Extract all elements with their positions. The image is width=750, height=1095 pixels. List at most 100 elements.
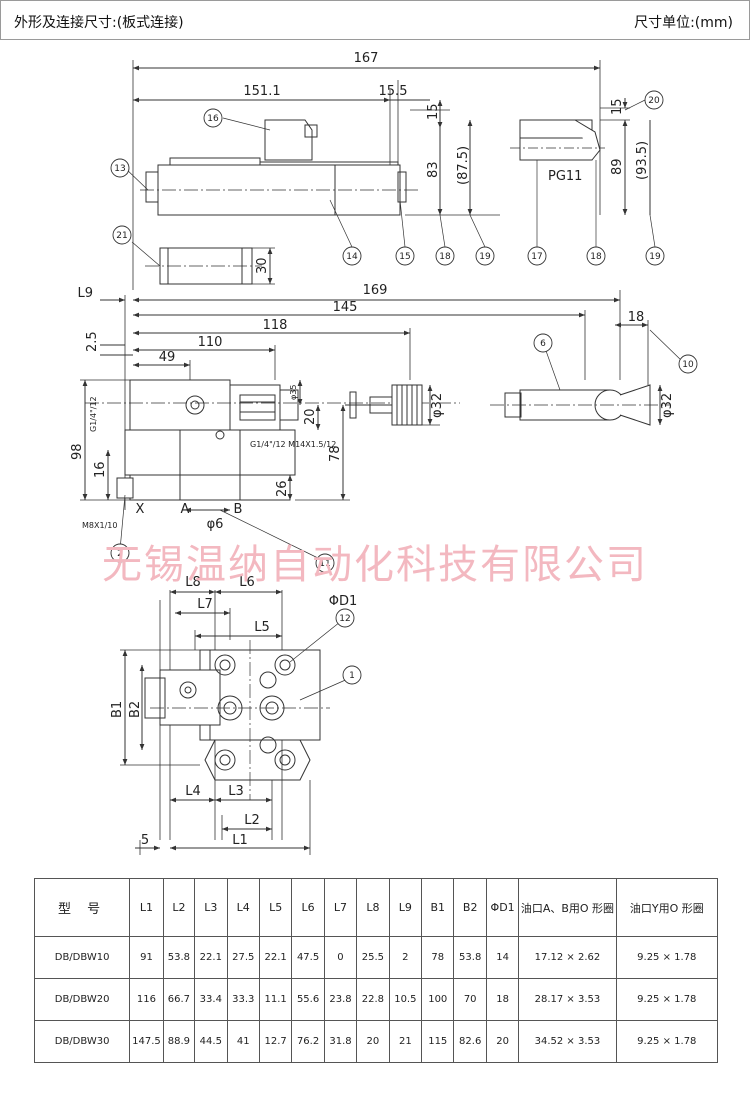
cell: 22.8 xyxy=(356,978,390,1021)
dim-L1: L1 xyxy=(232,833,248,848)
pg11-label: PG11 xyxy=(548,169,582,184)
dim-L4: L4 xyxy=(185,784,201,799)
cell: 55.6 xyxy=(291,978,325,1021)
cell: 22.1 xyxy=(194,936,228,979)
th-L8: L8 xyxy=(356,878,390,937)
callout-13-label: 13 xyxy=(114,164,125,174)
top-view xyxy=(124,60,656,290)
cell: 33.4 xyxy=(194,978,228,1021)
callout-11 xyxy=(315,553,335,573)
th-L4: L4 xyxy=(226,878,260,937)
cell: 28.17 × 3.53 xyxy=(518,978,617,1021)
dim-110: 110 xyxy=(198,335,223,350)
cell: 22.1 xyxy=(258,936,293,979)
cell: 0 xyxy=(323,936,358,979)
cell: 11.1 xyxy=(258,978,293,1021)
th-oring-y: 油口Y用O 形圈 xyxy=(615,878,719,937)
cell: 12.7 xyxy=(258,1020,293,1063)
dim-145: 145 xyxy=(333,300,358,315)
dim-18: 18 xyxy=(628,310,645,325)
cell: 31.8 xyxy=(323,1020,358,1063)
cell: DB/DBW30 xyxy=(33,1020,131,1063)
dim-5: 5 xyxy=(141,833,149,848)
callout-18b xyxy=(586,246,606,266)
dim-phi32-option: φ32 xyxy=(660,393,675,418)
cell: 53.8 xyxy=(162,936,196,979)
dimension-table: 型 号 L1 L2 L3 L4 L5 L6 L7 L8 L9 B1 B2 ΦD1… xyxy=(33,878,719,1063)
bottom-view xyxy=(120,589,351,855)
callout-6-label: 6 xyxy=(540,339,546,349)
callout-18a-label: 18 xyxy=(439,252,451,262)
dim-167: 167 xyxy=(354,51,379,66)
port-b-label: B xyxy=(234,502,243,517)
dim-93-5: (93.5) xyxy=(635,141,650,180)
port-a-label: A xyxy=(181,502,190,517)
cell: 20 xyxy=(485,1020,520,1063)
dim-118: 118 xyxy=(263,318,288,333)
cell: 78 xyxy=(421,936,455,979)
cell: 100 xyxy=(421,978,455,1021)
dim-16: 16 xyxy=(93,461,108,478)
callout-18b-label: 18 xyxy=(590,252,602,262)
dim-phiD1: ΦD1 xyxy=(329,594,358,609)
dim-L8: L8 xyxy=(185,575,201,590)
dim-169: 169 xyxy=(363,283,388,298)
th-L7: L7 xyxy=(323,878,358,937)
dim-15-5: 15.5 xyxy=(379,84,408,99)
dim-78: 78 xyxy=(328,445,343,462)
cell: 2 xyxy=(388,936,423,979)
callout-10-label: 10 xyxy=(682,360,694,370)
cell: 88.9 xyxy=(162,1020,196,1063)
callout-21 xyxy=(112,225,132,245)
dim-L2: L2 xyxy=(244,813,260,828)
cell: DB/DBW20 xyxy=(33,978,131,1021)
cell: 20 xyxy=(356,1020,390,1063)
cell: 10.5 xyxy=(388,978,423,1021)
callout-13 xyxy=(110,158,130,178)
port-x-label: X xyxy=(136,502,145,517)
dim-89: 89 xyxy=(610,158,625,175)
dim-L6: L6 xyxy=(239,575,255,590)
callout-15 xyxy=(395,246,415,266)
dim-26: 26 xyxy=(275,480,290,497)
th-phiD1: ΦD1 xyxy=(485,878,520,937)
th-L2: L2 xyxy=(162,878,196,937)
callout-19b xyxy=(645,246,665,266)
dim-30: 30 xyxy=(255,257,270,274)
table-header-row: 型 号 L1 L2 L3 L4 L5 L6 L7 L8 L9 B1 B2 ΦD1… xyxy=(33,878,719,937)
dim-15: 15 xyxy=(426,103,441,120)
dim-L7: L7 xyxy=(197,597,213,612)
callout-16 xyxy=(203,108,223,128)
cell: 27.5 xyxy=(226,936,260,979)
dim-phi6: φ6 xyxy=(207,517,224,532)
cell: 33.3 xyxy=(226,978,260,1021)
callout-16-label: 16 xyxy=(207,114,219,124)
cell: 41 xyxy=(226,1020,260,1063)
table-row: DB/DBW10 91 53.8 22.1 27.5 22.1 47.5 0 2… xyxy=(33,936,719,979)
dim-phi35: φ35 xyxy=(289,385,298,400)
cell: 34.52 × 3.53 xyxy=(518,1020,617,1063)
header-bar: 外形及连接尺寸:(板式连接) 尺寸单位:(mm) xyxy=(0,0,750,40)
cell: 18 xyxy=(485,978,520,1021)
dim-15b: 15 xyxy=(610,98,625,115)
cell: 116 xyxy=(129,978,164,1021)
callout-19a xyxy=(475,246,495,266)
cell: 25.5 xyxy=(356,936,390,979)
cell: 9.25 × 1.78 xyxy=(615,978,719,1021)
callout-1-label: 1 xyxy=(349,671,355,681)
callout-21-label: 21 xyxy=(116,231,127,241)
callout-20 xyxy=(644,90,664,110)
th-L6: L6 xyxy=(291,878,325,937)
dim-87-5: (87.5) xyxy=(456,146,471,185)
th-L1: L1 xyxy=(129,878,164,937)
cell: 82.6 xyxy=(453,1020,487,1063)
thread-g14-label: G1/4"/12 xyxy=(89,396,98,432)
dim-B1: B1 xyxy=(110,701,125,718)
callout-12 xyxy=(335,608,355,628)
callout-2-label: 2 xyxy=(117,549,123,559)
th-L5: L5 xyxy=(258,878,293,937)
cell: DB/DBW10 xyxy=(33,936,131,979)
callout-17-label: 17 xyxy=(531,252,542,262)
unit-label: 尺寸单位:(mm) xyxy=(634,15,733,31)
cell: 21 xyxy=(388,1020,423,1063)
